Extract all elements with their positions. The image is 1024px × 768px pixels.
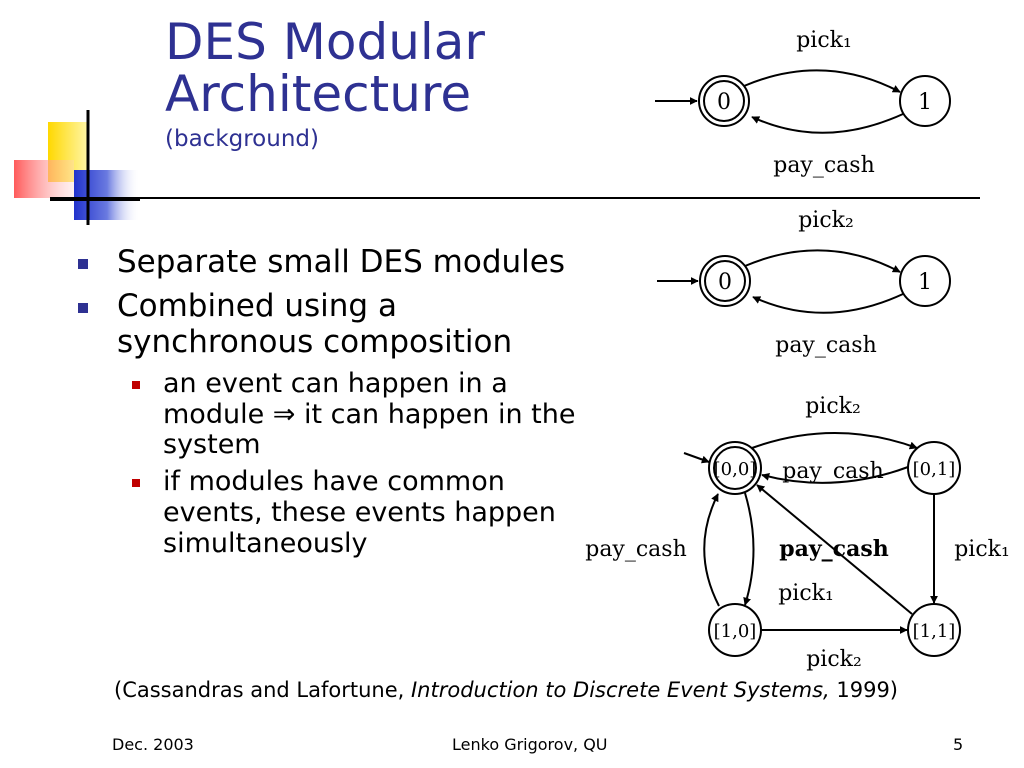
bullet-list: Separate small DES modules Combined usin… <box>78 244 583 565</box>
citation: (Cassandras and Lafortune, Introduction … <box>114 678 898 702</box>
footer-author: Lenko Grigorov, QU <box>452 735 608 754</box>
composed-label-bottom: pick₂ <box>806 647 862 672</box>
square-bullet-icon <box>78 302 88 313</box>
composed-label-top-inner: pay_cash <box>782 459 884 484</box>
module-1-automaton: 0 1 pick₁ pay_cash <box>655 28 951 178</box>
small-square-bullet-icon <box>132 380 140 389</box>
corner-decoration-graphic <box>14 110 140 225</box>
composed-state-00: [0,0] <box>714 459 757 480</box>
module-2-state-0: 0 <box>718 270 732 295</box>
bullet-item: Combined using a synchronous composition <box>78 287 583 361</box>
footer-page-number: 5 <box>953 735 964 754</box>
page-subtitle: (background) <box>165 126 319 152</box>
small-square-bullet-icon <box>132 479 140 488</box>
sub-bullet-item: if modules have common events, these eve… <box>132 466 583 559</box>
footer-date: Dec. 2003 <box>112 735 194 754</box>
sub-bullet-text: an event can happen in a module ⇒ it can… <box>163 367 576 461</box>
composed-label-top: pick₂ <box>805 394 861 419</box>
composed-state-11: [1,1] <box>913 621 956 642</box>
title-line-1: DES Modular <box>165 13 485 71</box>
module-1-state-1: 1 <box>918 90 932 115</box>
title-divider <box>50 197 980 199</box>
module-2-bottom-event: pay_cash <box>775 333 877 358</box>
composed-label-right: pick₁ <box>954 537 1010 562</box>
composed-automaton: [0,0] [0,1] [1,0] [1,1] pick₂ pay_cash p… <box>585 394 1010 672</box>
sub-bullet-item: an event can happen in a module ⇒ it can… <box>132 367 583 461</box>
composed-label-diag: pick₁ <box>778 581 834 606</box>
bullet-text: Separate small DES modules <box>117 244 565 280</box>
citation-suffix: 1999) <box>829 678 898 702</box>
citation-prefix: (Cassandras and Lafortune, <box>114 678 411 702</box>
module-1-state-0: 0 <box>717 90 731 115</box>
composed-label-left: pay_cash <box>585 537 687 562</box>
module-2-top-event: pick₂ <box>798 208 854 233</box>
composed-label-center: pay_cash <box>779 536 888 562</box>
title-line-2: Architecture <box>165 65 472 123</box>
citation-book-title: Introduction to Discrete Event Systems, <box>410 678 830 702</box>
bullet-text: Combined using a synchronous composition <box>117 287 513 360</box>
corner-decoration <box>0 0 160 240</box>
module-2-state-1: 1 <box>918 270 932 295</box>
module-2-automaton: 0 1 pick₂ pay_cash <box>657 208 951 358</box>
composed-state-10: [1,0] <box>714 621 757 642</box>
page-title: DES Modular Architecture (background) <box>165 16 485 154</box>
composed-state-01: [0,1] <box>913 459 956 480</box>
square-bullet-icon <box>78 259 88 269</box>
module-1-top-event: pick₁ <box>796 28 852 53</box>
bullet-item: Separate small DES modules <box>78 244 583 281</box>
module-1-bottom-event: pay_cash <box>773 153 875 178</box>
sub-bullet-text: if modules have common events, these eve… <box>163 466 556 559</box>
